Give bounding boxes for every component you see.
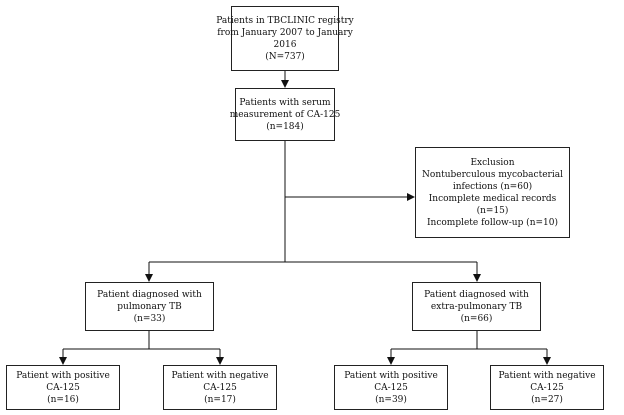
box-text-line: Patient diagnosed with <box>97 289 202 300</box>
box-text-line: (N=737) <box>265 51 305 62</box>
box-text-line: (n=16) <box>47 394 79 405</box>
box-text-line: (n=66) <box>460 313 493 324</box>
box-text-line: Patient with positive <box>16 370 110 381</box>
box-text-line: Exclusion <box>470 157 515 168</box>
box-text-line: CA-125 <box>203 382 237 393</box>
box-text-line: Patient with negative <box>171 370 269 381</box>
box-text-line: (n=15) <box>476 205 509 216</box>
box-text-line: Nontuberculous mycobacterial <box>422 169 563 180</box>
box-text-line: CA-125 <box>530 382 564 393</box>
box-text-line: (n=184) <box>266 121 304 132</box>
box-text-line: CA-125 <box>374 382 408 393</box>
box-text-line: infections (n=60) <box>452 181 533 192</box>
box-text-line: Patient diagnosed with <box>424 289 529 300</box>
box-text-line: Incomplete medical records <box>428 193 557 204</box>
box-text-line: (n=17) <box>204 394 236 405</box>
box-text-line: Patient with positive <box>344 370 438 381</box>
box-text-line: CA-125 <box>46 382 80 393</box>
box-text-line: (n=27) <box>531 394 563 405</box>
box-text-line: (n=33) <box>133 313 166 324</box>
box-text-line: Incomplete follow-up (n=10) <box>426 217 558 228</box>
box-text-line: pulmonary TB <box>117 301 182 312</box>
box-text-line: from January 2007 to January <box>217 27 353 38</box>
box-text-line: extra-pulmonary TB <box>430 301 523 312</box>
box-text-line: 2016 <box>273 39 297 50</box>
box-text-line: (n=39) <box>375 394 407 405</box>
box-text-line: measurement of CA-125 <box>229 109 341 120</box>
box-text-line: Patients in TBCLINIC registry <box>216 15 354 26</box>
box-text-line: Patients with serum <box>239 97 331 108</box>
box-text-line: Patient with negative <box>498 370 596 381</box>
